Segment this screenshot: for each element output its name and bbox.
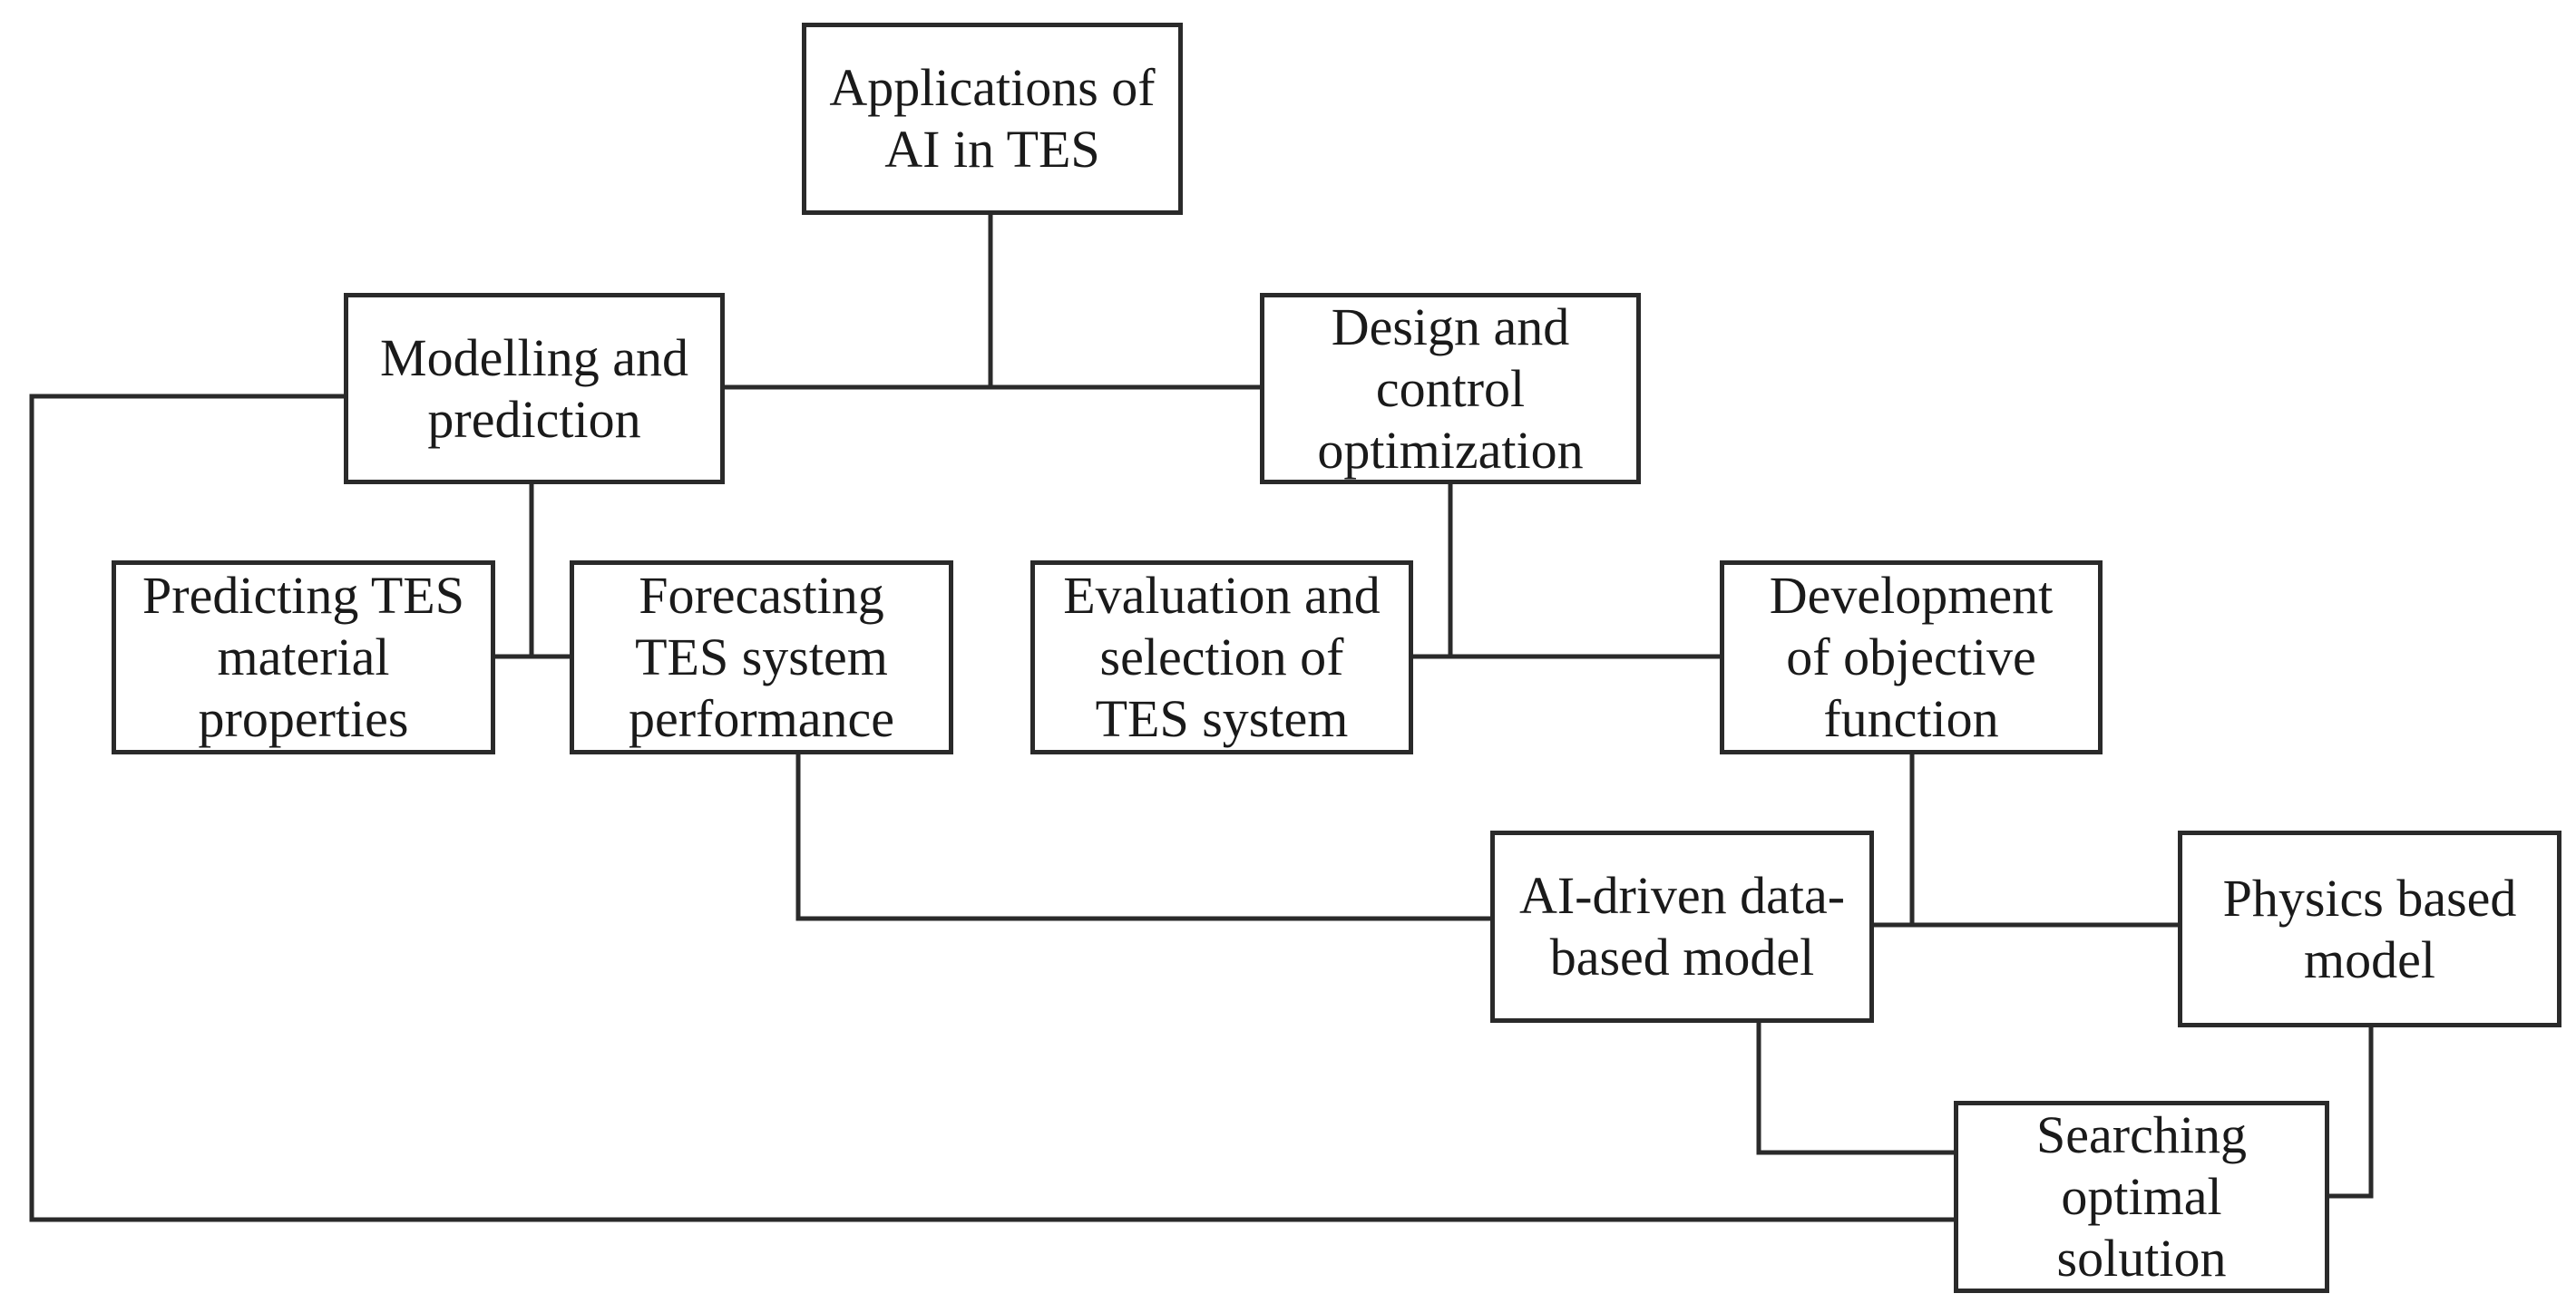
node-physics-line-2: model: [2304, 929, 2435, 989]
node-searching-optimal-solution: Searching optimal solution: [1954, 1101, 2329, 1293]
node-searching-line-3: solution: [2056, 1229, 2227, 1288]
node-evaluation-and-selection: Evaluation and selection of TES system: [1030, 560, 1413, 754]
node-development-line-3: function: [1823, 689, 1999, 748]
node-modelling-and-prediction: Modelling and prediction: [344, 293, 725, 484]
node-predicting-line-1: Predicting TES: [142, 566, 464, 625]
node-applications-of-ai-line-1: Applications of: [829, 58, 1156, 117]
node-forecasting-line-1: Forecasting: [639, 566, 884, 625]
connector-feedback-loop: [29, 394, 1956, 1222]
node-ai-model-line-1: AI-driven data-: [1518, 866, 1846, 925]
node-development-line-2: of objective: [1786, 627, 2036, 686]
node-design-line-1: Design and: [1331, 297, 1570, 356]
node-ai-driven-data-based-model: AI-driven data- based model: [1490, 831, 1874, 1023]
node-evaluation-line-3: TES system: [1095, 689, 1349, 748]
node-applications-of-ai-line-2: AI in TES: [884, 120, 1100, 179]
node-design-and-control: Design and control optimization: [1260, 293, 1641, 484]
node-evaluation-line-1: Evaluation and: [1063, 566, 1381, 625]
node-design-line-3: optimization: [1317, 420, 1584, 480]
node-modelling-line-2: prediction: [427, 389, 641, 449]
node-predicting-line-2: material: [217, 627, 390, 686]
node-physics-line-1: Physics based: [2222, 868, 2517, 928]
node-ai-model-line-2: based model: [1549, 928, 1815, 987]
connector-ai-searching: [1756, 1021, 1956, 1155]
node-development-line-1: Development: [1769, 566, 2054, 625]
node-forecasting-tes-performance: Forecasting TES system performance: [570, 560, 953, 754]
node-applications-of-ai: Applications of AI in TES: [802, 23, 1183, 215]
node-modelling-line-1: Modelling and: [380, 327, 688, 387]
connector-forecasting-ai: [795, 753, 1492, 921]
node-physics-based-model: Physics based model: [2178, 831, 2561, 1027]
node-development-of-objective: Development of objective function: [1720, 560, 2103, 754]
node-predicting-tes-material: Predicting TES material properties: [112, 560, 495, 754]
node-forecasting-line-3: performance: [628, 689, 895, 748]
node-searching-line-1: Searching: [2036, 1105, 2247, 1164]
node-evaluation-line-2: selection of: [1099, 627, 1344, 686]
node-searching-line-2: optimal: [2061, 1167, 2222, 1226]
node-predicting-line-3: properties: [198, 689, 409, 748]
connector-physics-searching: [2327, 1026, 2374, 1199]
node-design-line-2: control: [1375, 358, 1526, 418]
node-forecasting-line-2: TES system: [635, 627, 888, 686]
